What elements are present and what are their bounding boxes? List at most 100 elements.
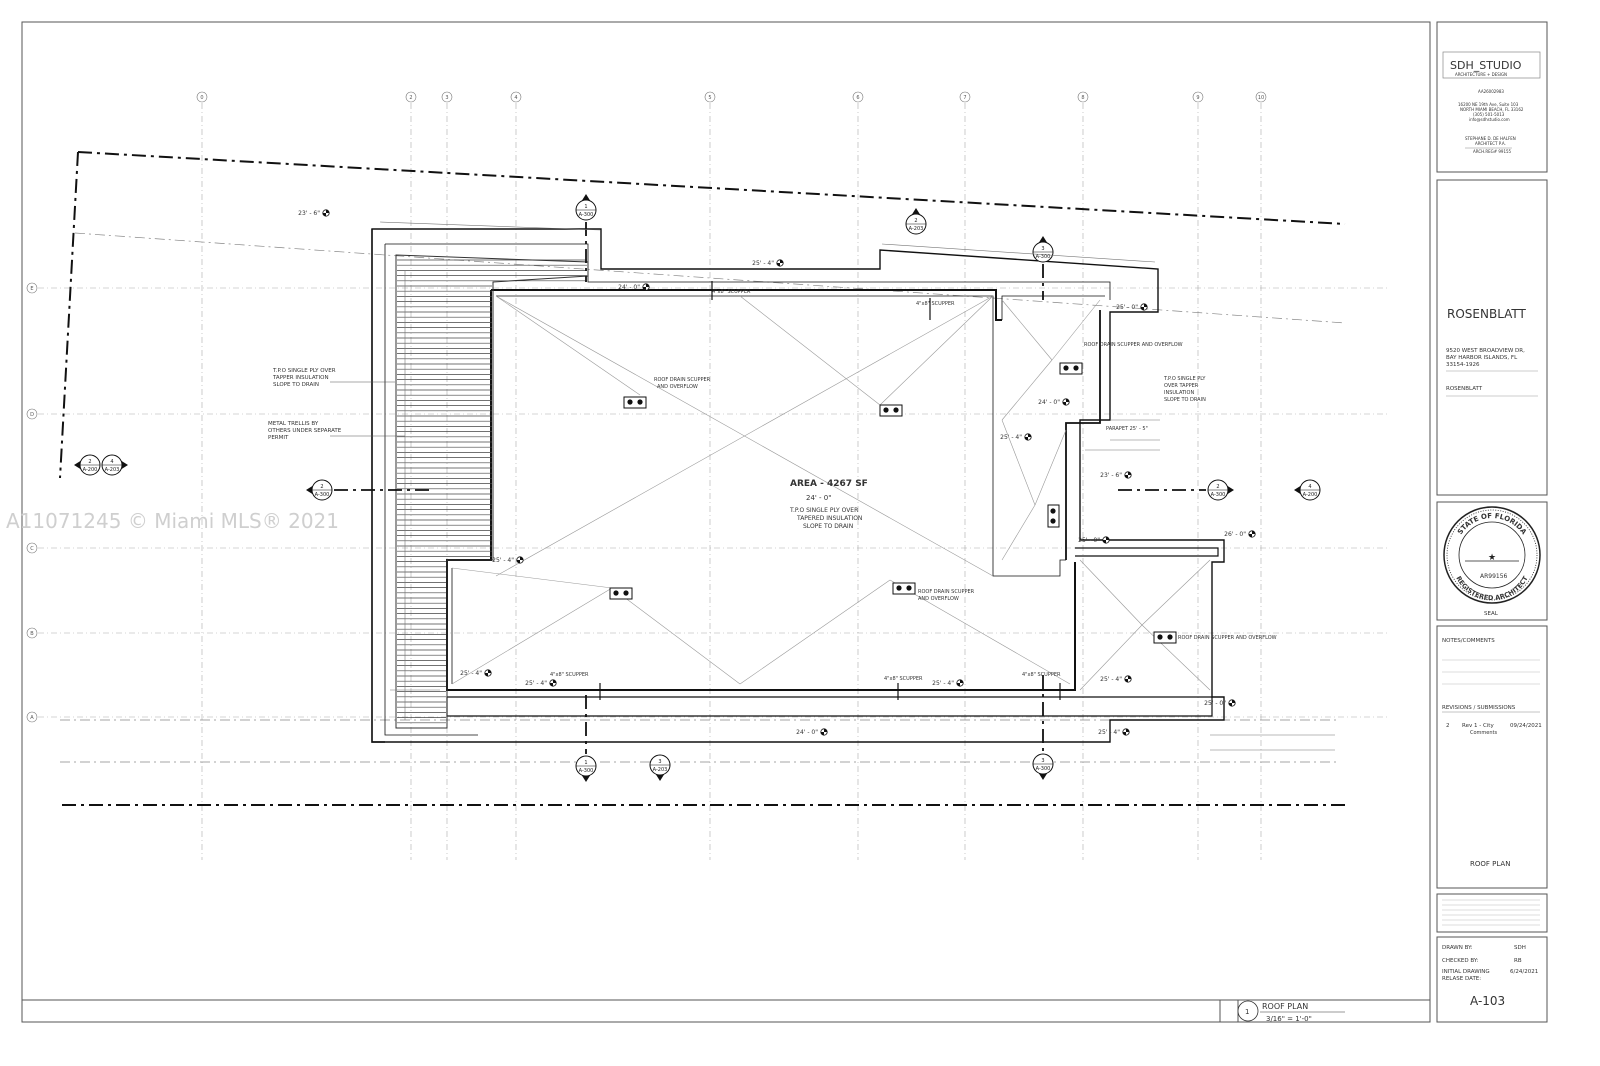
revision-text: Rev 1 - City xyxy=(1462,723,1494,729)
grid-bubble-col: 0 xyxy=(196,91,208,103)
elevation-label: 25' - 4" xyxy=(1098,729,1120,736)
revision-number: 2 xyxy=(1446,723,1450,729)
trellis-note-2: OTHERS UNDER SEPARATE xyxy=(268,428,342,434)
checked-by-label: CHECKED BY: xyxy=(1442,958,1478,964)
drawn-by: SDH xyxy=(1514,945,1526,951)
section-cut-lines xyxy=(334,222,1206,754)
callout-sheet: A-203 xyxy=(653,767,668,773)
elevation-label: 23' - 6" xyxy=(1100,472,1122,479)
elevation-marker: 25' - 4" xyxy=(492,556,524,564)
callout-number: 4 xyxy=(110,459,113,465)
grid-col-label: 2 xyxy=(409,95,412,101)
parapet-note: PARAPET 25' - 5" xyxy=(1106,426,1148,432)
right-note-1: T.P.O SINGLE PLY xyxy=(1163,376,1206,382)
drain-holes xyxy=(613,365,1173,640)
drain-note-d: ROOF DRAIN SCUPPER AND OVERFLOW xyxy=(1178,635,1277,641)
sheet-border xyxy=(21,21,1431,1023)
firm-license: AA26002983 xyxy=(1478,89,1504,94)
project-address-2: BAY HARBOR ISLANDS, FL xyxy=(1446,355,1518,361)
callout-number: 2 xyxy=(88,459,91,465)
callout-number: 4 xyxy=(1308,484,1311,490)
callout-number: 2 xyxy=(914,218,917,224)
section-callout: 2A-300 xyxy=(1207,479,1234,501)
checked-by: RB xyxy=(1514,958,1522,964)
drain-note-c1: ROOF DRAIN SCUPPER xyxy=(918,589,975,595)
sheet-number: A-103 xyxy=(1470,994,1505,1008)
roof-drain xyxy=(609,587,633,600)
roof-drain xyxy=(623,396,647,409)
grid-bubble-col: 10 xyxy=(1255,91,1267,103)
elevation-label: 26' - 0" xyxy=(1224,531,1246,538)
grid-bubble-row: C xyxy=(26,542,38,554)
scupper-note: 4"x8" SCUPPER xyxy=(884,676,923,682)
grid-col-label: 0 xyxy=(200,95,203,101)
elevation-marker: 24' - 0" xyxy=(1038,398,1070,406)
grid-columns xyxy=(201,103,1262,860)
elevation-label: 25' - 4" xyxy=(492,557,514,564)
section-callout: 4A-200 xyxy=(1294,479,1321,501)
grid-row-label: D xyxy=(30,412,34,418)
section-callout: 2A-203 xyxy=(905,208,927,235)
elevation-marker: 24' - 0" xyxy=(796,728,828,736)
grid-bubble-row: A xyxy=(26,711,38,723)
drain-note-a2: AND OVERFLOW xyxy=(657,384,698,390)
section-callout: 1A-300 xyxy=(575,194,597,221)
elevation-marker: 25' - 0" xyxy=(1204,699,1236,707)
release-date: 6/24/2021 xyxy=(1510,969,1538,975)
callout-sheet: A-203 xyxy=(105,467,120,473)
scupper-note: 4"x8" SCUPPER xyxy=(1022,672,1061,678)
grid-bubble-col: 8 xyxy=(1077,91,1089,103)
roof-drain xyxy=(879,404,903,417)
elevation-label: 25' - 0" xyxy=(1116,304,1138,311)
release-label-1: INITIAL DRAWING xyxy=(1442,969,1490,975)
elevation-label: 25' - 4" xyxy=(752,260,774,267)
grid-bubble-row: E xyxy=(26,282,38,294)
elevation-label: 23' - 6" xyxy=(298,210,320,217)
callout-number: 2 xyxy=(1216,484,1219,490)
callout-sheet: A-300 xyxy=(579,212,594,218)
callout-number: 1 xyxy=(584,204,587,210)
callout-sheet: A-203 xyxy=(909,226,924,232)
elevation-label: 25' - 4" xyxy=(1000,434,1022,441)
callout-number: 1 xyxy=(584,760,587,766)
revision-date: 09/24/2021 xyxy=(1510,723,1542,729)
architect-title: ARCHITECT P.A. xyxy=(1475,141,1506,146)
grid-col-label: 3 xyxy=(445,95,448,101)
callout-number: 3 xyxy=(658,759,661,765)
grid-bubble-col: 6 xyxy=(852,91,864,103)
section-callout: 3A-300 xyxy=(1032,236,1054,263)
elevation-label: 24' - 0" xyxy=(1038,399,1060,406)
grid-bubble-col: 3 xyxy=(441,91,453,103)
roof-drain xyxy=(892,582,916,595)
drawn-by-label: DRAWN BY: xyxy=(1442,945,1473,951)
grid-col-label: 9 xyxy=(1196,95,1199,101)
grid-col-label: 8 xyxy=(1081,95,1084,101)
scuppers xyxy=(599,281,1061,700)
elevation-label: 25' - 0" xyxy=(1204,700,1226,707)
elevation-label: 25' - 0" xyxy=(1078,537,1100,544)
callout-sheet: A-300 xyxy=(1036,254,1051,260)
grid-col-label: 7 xyxy=(963,95,966,101)
grid-row-label: A xyxy=(30,715,34,721)
grid-bubble-row: B xyxy=(26,627,38,639)
grid-bubble-col: 9 xyxy=(1192,91,1204,103)
firm-tagline: ARCHITECTURE + DESIGN xyxy=(1455,72,1507,77)
grid-row-label: E xyxy=(30,286,33,292)
left-note-3: SLOPE TO DRAIN xyxy=(273,382,319,388)
roof-drains xyxy=(609,362,1177,644)
grid-row-label: C xyxy=(30,546,34,552)
elevation-marker: 25' - 4" xyxy=(932,679,964,687)
property-lines xyxy=(59,151,1346,806)
callout-sheet: A-300 xyxy=(1036,766,1051,772)
sheet-title: ROOF PLAN xyxy=(1470,860,1510,868)
drain-note-b: ROOF DRAIN SCUPPER AND OVERFLOW xyxy=(1084,342,1183,348)
firm-name: SDH_STUDIO xyxy=(1450,59,1522,72)
trellis-note-1: METAL TRELLIS BY xyxy=(268,421,319,427)
left-note-1: T.P.O SINGLE PLY OVER xyxy=(272,368,336,374)
firm-address-2: NORTH MIAMI BEACH, FL 33162 xyxy=(1460,107,1524,112)
right-note-3: INSULATION xyxy=(1164,390,1194,396)
scupper-note: 4"x8" SCUPPER xyxy=(550,672,589,678)
scupper-note: 4"x8" SCUPPER xyxy=(712,289,751,295)
grid-rows xyxy=(38,287,1390,718)
grid-bubble-row: D xyxy=(26,408,38,420)
